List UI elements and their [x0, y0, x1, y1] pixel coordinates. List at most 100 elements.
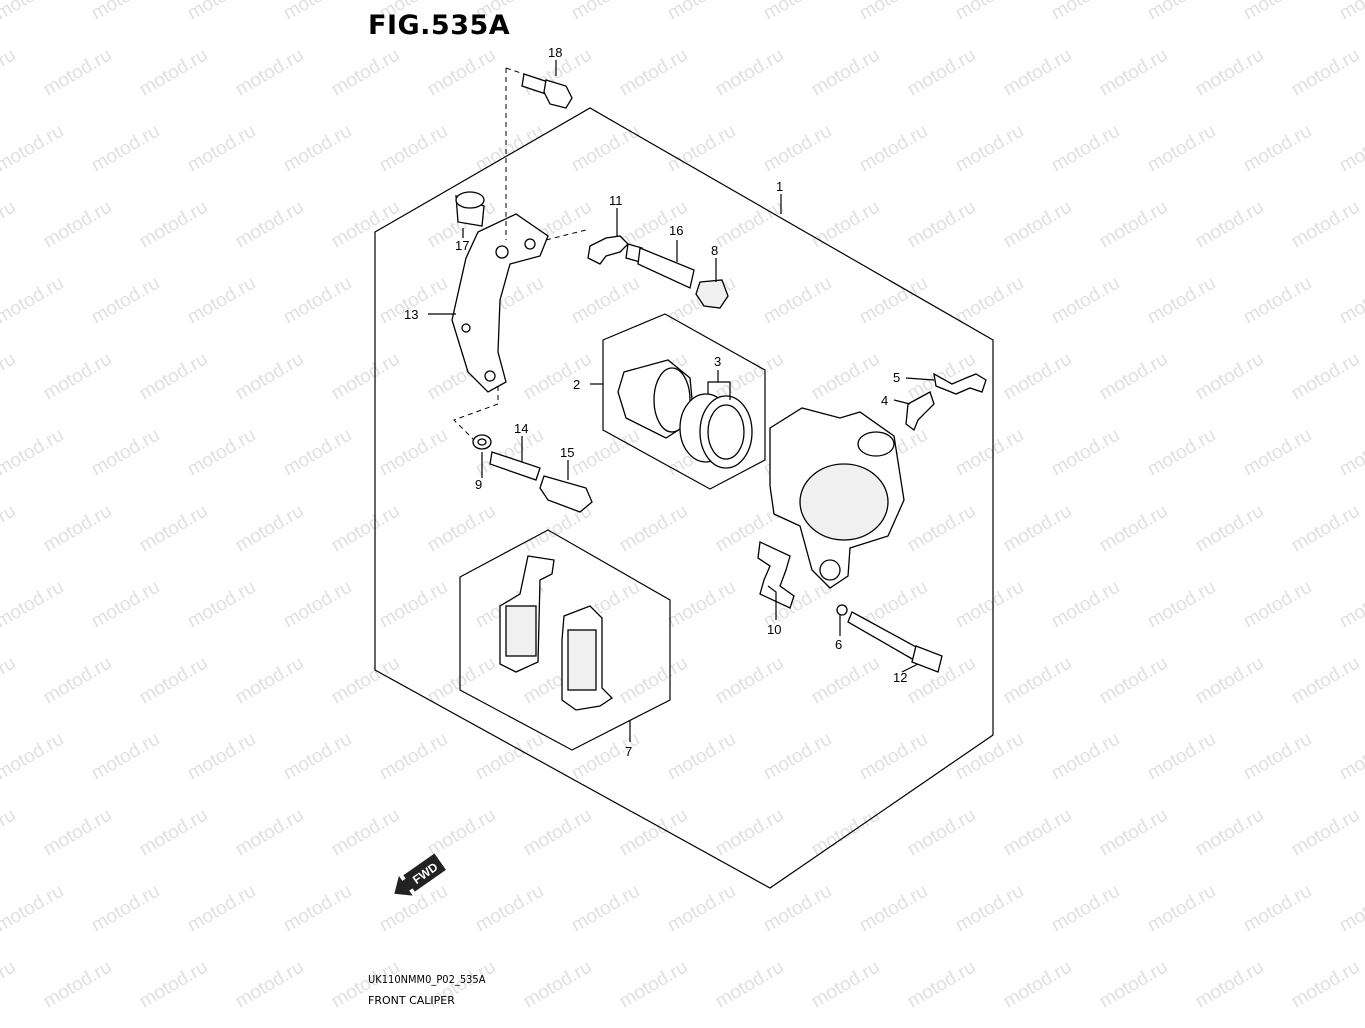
watermark-text: motod.ru [40, 45, 115, 101]
watermark-text: motod.ru [376, 729, 451, 785]
watermark-text: motod.ru [328, 653, 403, 709]
watermark-text: motod.ru [520, 349, 595, 405]
watermark-text: motod.ru [1048, 0, 1123, 24]
watermark-text: motod.ru [1288, 45, 1363, 101]
watermark-text: motod.ru [1336, 273, 1365, 329]
watermark-text: motod.ru [328, 45, 403, 101]
watermark-text: motod.ru [1000, 45, 1075, 101]
watermark-text: motod.ru [1144, 729, 1219, 785]
diagram-caption: FRONT CALIPER [368, 994, 455, 1007]
watermark-text: motod.ru [0, 121, 67, 177]
watermark-text: motod.ru [40, 957, 115, 1013]
watermark-text: motod.ru [1192, 45, 1267, 101]
watermark-text: motod.ru [1240, 273, 1315, 329]
watermark-text: motod.ru [424, 653, 499, 709]
watermark-text: motod.ru [1288, 349, 1363, 405]
callout-15: 15 [560, 445, 574, 460]
watermark-text: motod.ru [232, 197, 307, 253]
watermark-text: motod.ru [808, 197, 883, 253]
watermark-text: motod.ru [1192, 501, 1267, 557]
watermark-text: motod.ru [328, 197, 403, 253]
guide-lines [453, 67, 587, 441]
watermark-text: motod.ru [664, 729, 739, 785]
watermark-text: motod.ru [616, 653, 691, 709]
watermark-text: motod.ru [328, 805, 403, 861]
watermark-text: motod.ru [280, 0, 355, 24]
watermark-text: motod.ru [808, 45, 883, 101]
watermark-text: motod.ru [616, 45, 691, 101]
callouts: 1 2 3 4 5 6 7 8 9 10 11 12 13 14 15 16 1… [404, 45, 907, 759]
watermark-text: motod.ru [184, 273, 259, 329]
sleeve-17 [455, 191, 485, 227]
watermark-text: motod.ru [664, 577, 739, 633]
watermark-text: motod.ru [616, 805, 691, 861]
callout-3: 3 [714, 354, 721, 369]
watermark-text: motod.ru [760, 729, 835, 785]
watermark-text: motod.ru [808, 349, 883, 405]
washer-9 [472, 434, 492, 450]
watermark-text: motod.ru [0, 501, 19, 557]
watermark-text: motod.ru [232, 501, 307, 557]
watermark-text: motod.ru [1096, 653, 1171, 709]
watermark-text: motod.ru [88, 729, 163, 785]
watermark-text: motod.ru [1096, 45, 1171, 101]
watermark-text: motod.ru [1048, 121, 1123, 177]
watermark-text: motod.ru [664, 881, 739, 937]
watermark-text: motod.ru [280, 273, 355, 329]
watermark-text: motod.ru [88, 881, 163, 937]
watermark-text: motod.ru [952, 577, 1027, 633]
watermark-text: motod.ru [1288, 501, 1363, 557]
watermark-text: motod.ru [88, 121, 163, 177]
watermark-text: motod.ru [1000, 197, 1075, 253]
watermark-text: motod.ru [1000, 805, 1075, 861]
watermark-text: motod.ru [88, 0, 163, 24]
diagram-code: UK110NMM0_P02_535A [368, 973, 486, 986]
watermark-text: motod.ru [40, 197, 115, 253]
watermark-text: motod.ru [760, 881, 835, 937]
watermark-text: motod.ru [1240, 0, 1315, 24]
watermark-text: motod.ru [376, 577, 451, 633]
pin-15 [539, 475, 593, 513]
watermark-text: motod.ru [0, 881, 67, 937]
watermark-text: motod.ru [136, 45, 211, 101]
watermark-text: motod.ru [1096, 197, 1171, 253]
bolt-14 [489, 451, 541, 481]
watermark-text: motod.ru [232, 805, 307, 861]
watermark-text: motod.ru [0, 349, 19, 405]
watermark-text: motod.ru [136, 197, 211, 253]
watermark-text: motod.ru [712, 45, 787, 101]
watermark-text: motod.ru [904, 197, 979, 253]
watermark-text: motod.ru [808, 653, 883, 709]
watermark-text: motod.ru [280, 121, 355, 177]
watermark-text: motod.ru [136, 501, 211, 557]
seal-3 [679, 393, 753, 469]
watermark-text: motod.ru [856, 881, 931, 937]
watermark-text: motod.ru [1288, 653, 1363, 709]
watermark-text: motod.ru [232, 653, 307, 709]
watermark-text: motod.ru [856, 0, 931, 24]
watermark-text: motod.ru [1144, 0, 1219, 24]
watermark-text: motod.ru [616, 957, 691, 1013]
callout-1: 1 [776, 179, 783, 194]
watermark-text: motod.ru [1288, 197, 1363, 253]
watermark-text: motod.ru [952, 0, 1027, 24]
watermark-text: motod.ru [232, 45, 307, 101]
watermark-text: motod.ru [712, 957, 787, 1013]
callout-9: 9 [475, 477, 482, 492]
watermark-text: motod.ru [0, 425, 67, 481]
callout-18: 18 [548, 45, 562, 60]
watermark-text: motod.ru [952, 425, 1027, 481]
watermark-text: motod.ru [1096, 349, 1171, 405]
watermark-text: motod.ru [0, 577, 67, 633]
watermark-text: motod.ru [328, 501, 403, 557]
watermark-text: motod.ru [1144, 881, 1219, 937]
watermark-text: motod.ru [904, 805, 979, 861]
watermark-text: motod.ru [0, 273, 67, 329]
watermark-text: motod.ru [1240, 425, 1315, 481]
watermark-text: motod.ru [184, 121, 259, 177]
callout-10: 10 [767, 622, 781, 637]
watermark-text: motod.ru [40, 349, 115, 405]
watermark-text: motod.ru [1048, 729, 1123, 785]
watermark-text: motod.ru [1288, 805, 1363, 861]
watermark-text: motod.ru [856, 729, 931, 785]
